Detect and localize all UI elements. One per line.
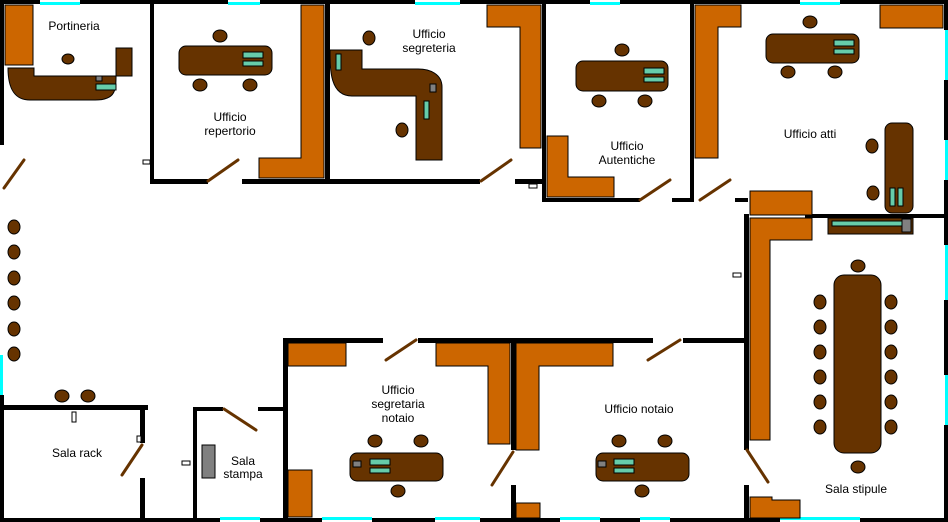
- computer-portineria-icon: [95, 75, 117, 91]
- door-entrance: [2, 158, 26, 190]
- cabinet-notaio-bottom: [515, 502, 541, 519]
- door-autentiche: [638, 178, 672, 202]
- cabinet-notaio: [515, 342, 614, 451]
- computer-autentiche-icon: [643, 67, 665, 83]
- table-stipule: [833, 274, 882, 454]
- desk-segreteria: [329, 49, 443, 161]
- label-segr-notaio-line2: segretaria: [371, 397, 425, 411]
- label-segreteria-line2: segreteria: [402, 41, 456, 55]
- desk-notaio: [595, 452, 690, 482]
- label-stampa-line2: stampa: [223, 467, 263, 481]
- cabinet-stipule-bottom: [749, 496, 801, 519]
- door-segr-notaio: [384, 338, 418, 362]
- device-rack-icon: [71, 411, 77, 423]
- label-segreteria-line1: Ufficio: [412, 27, 445, 41]
- cabinet-segreteria: [486, 4, 542, 149]
- printer-stampa-icon: [201, 444, 216, 479]
- cabinet-segr-notaio-right: [435, 342, 511, 445]
- label-portineria: Portineria: [48, 19, 100, 33]
- label-repertorio-line1: Ufficio: [213, 110, 246, 124]
- cabinet-atti-left: [694, 4, 742, 159]
- label-autentiche-line1: Ufficio: [610, 139, 643, 153]
- printer-atti-icon: [831, 218, 912, 233]
- cabinet-repertorio: [258, 4, 325, 179]
- cabinet-stipule-top: [749, 190, 813, 216]
- doors[interactable]: [2, 158, 770, 487]
- computer-segr-notaio-icon: [352, 458, 391, 474]
- wall-fixtures: [136, 159, 742, 466]
- desk-autentiche: [575, 60, 669, 92]
- cabinet-atti-right: [879, 4, 944, 29]
- door-stipule: [745, 448, 770, 484]
- label-autentiche-line2: Autentiche: [599, 153, 656, 167]
- door-atti: [698, 178, 732, 202]
- cabinet-stipule-left: [749, 217, 813, 441]
- label-stipule: Sala stipule: [825, 482, 887, 496]
- door-notaio: [646, 338, 682, 362]
- cabinet-segr-notaio-top: [287, 342, 347, 367]
- computers: [71, 39, 912, 479]
- desk-segr-notaio: [349, 452, 444, 482]
- label-repertorio-line2: repertorio: [204, 124, 256, 138]
- door-segreteria: [479, 158, 513, 183]
- label-rack: Sala rack: [52, 446, 103, 460]
- room-labels: Portineria Ufficio repertorio Ufficio se…: [48, 19, 887, 496]
- cabinet-autentiche: [546, 135, 615, 198]
- label-atti: Ufficio atti: [784, 127, 836, 141]
- cabinet-portineria: [4, 4, 34, 66]
- chairs: [7, 15, 898, 498]
- cabinets: [4, 4, 944, 519]
- door-repertorio: [206, 158, 240, 183]
- cabinet-segr-notaio-bottom: [287, 469, 313, 518]
- door-rack: [120, 443, 144, 477]
- computer-segreteria-icon: [335, 53, 437, 120]
- label-segr-notaio-line1: Ufficio: [381, 383, 414, 397]
- computer-atti-icon: [833, 39, 904, 207]
- door-stampa: [222, 407, 258, 432]
- computer-repertorio-icon: [242, 51, 264, 67]
- door-segr-notaio-inner: [490, 450, 515, 487]
- label-notaio: Ufficio notaio: [604, 402, 673, 416]
- label-segr-notaio-line3: notaio: [382, 411, 415, 425]
- computer-notaio-icon: [597, 458, 635, 474]
- label-stampa-line1: Sala: [231, 454, 255, 468]
